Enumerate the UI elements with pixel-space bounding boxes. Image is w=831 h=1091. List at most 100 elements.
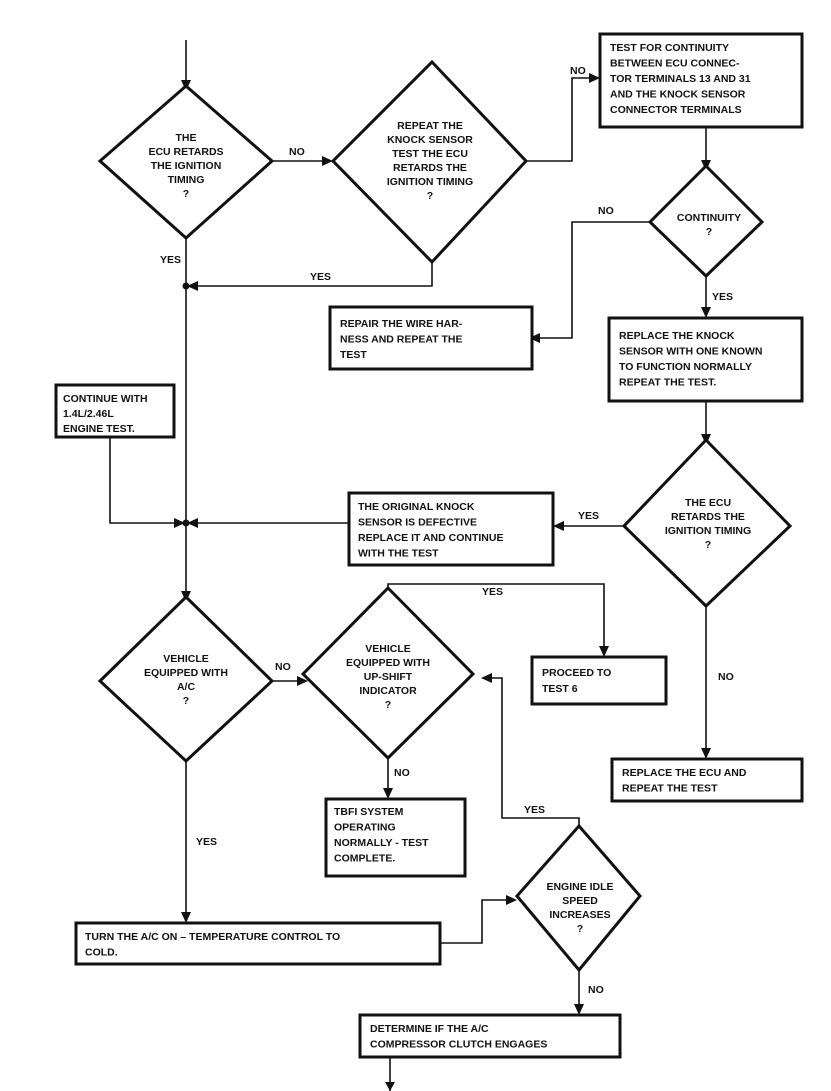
- edge-label-ac-no: NO: [275, 661, 291, 673]
- box-continue-engine-test-text-line-1: CONTINUE WITH: [63, 393, 148, 405]
- box-test-continuity-text-line-3: TOR TERMINALS 13 AND 31: [610, 73, 751, 85]
- decision-idle-speed-text-line-2: SPEED: [562, 895, 598, 907]
- decision-idle-speed-text-line-4: ?: [577, 923, 583, 935]
- edge-label-upshift-yes: YES: [482, 586, 503, 598]
- arrow-head-ecu2-no: [701, 748, 711, 759]
- junction-dot-lower: [182, 519, 190, 527]
- arrow-head-repeat-no: [589, 73, 600, 83]
- decision-vehicle-ac-text-line-1: VEHICLE: [163, 653, 209, 665]
- box-turn-ac-on-text: TURN THE A/C ON – TEMPERATURE CONTROL TO…: [85, 931, 340, 959]
- box-tbfi-normal-text-line-1: TBFI SYSTEM: [334, 806, 404, 818]
- box-proceed-test-6-text-line-1: PROCEED TO: [542, 667, 611, 679]
- box-turn-ac-on-text-line-1: TURN THE A/C ON – TEMPERATURE CONTROL TO: [85, 931, 340, 943]
- box-replace-knock-sensor-text-line-3: TO FUNCTION NORMALLY: [619, 361, 752, 373]
- arrow-head-idle-no: [574, 1004, 584, 1015]
- decision-ecu-retards-timing-text-line-1: THE: [176, 132, 197, 144]
- arrow-head-to-idle: [506, 895, 517, 905]
- box-determine-clutch-text-line-1: DETERMINE IF THE A/C: [370, 1023, 489, 1035]
- decision-continuity-text-line-1: CONTINUITY: [677, 212, 741, 224]
- arrow-head-ac-yes: [181, 912, 191, 923]
- box-original-knock-defective-text-line-3: REPLACE IT AND CONTINUE: [358, 532, 503, 544]
- repeat-no-line: [526, 77, 597, 162]
- continuity-no-line: [532, 221, 650, 339]
- arrow-head-continuity-no: [529, 333, 540, 343]
- decision-repeat-knock-test-text-line-5: IGNITION TIMING: [387, 176, 473, 188]
- arrow-head-ecu1-no: [322, 156, 333, 166]
- edge-label-ac-yes: YES: [196, 836, 217, 848]
- edge-label-idle-no: NO: [588, 984, 604, 996]
- box-repair-wire-harness-text-line-1: REPAIR THE WIRE HAR-: [340, 318, 463, 330]
- continue-engine-line: [109, 437, 180, 524]
- edge-label-continuity-no: NO: [598, 205, 614, 217]
- decision-continuity-text-line-2: ?: [706, 226, 712, 238]
- box-proceed-test-6-text-line-2: TEST 6: [542, 683, 578, 695]
- decision-vehicle-ac-text-line-2: EQUIPPED WITH: [144, 667, 228, 679]
- box-tbfi-normal-text-line-2: OPERATING: [334, 822, 396, 834]
- decision-upshift-indicator-text-line-2: EQUIPPED WITH: [346, 657, 430, 669]
- edge-label-ecu1-no: NO: [289, 146, 305, 158]
- box-repair-wire-harness-text-line-2: NESS AND REPEAT THE: [340, 334, 463, 346]
- decision-repeat-knock-test-text-line-3: TEST THE ECU: [392, 148, 468, 160]
- arrow-head-ac-no: [297, 676, 308, 686]
- box-repair-wire-harness-text: REPAIR THE WIRE HAR- NESS AND REPEAT THE T…: [340, 318, 463, 361]
- arrow-head-ecu2-yes: [553, 521, 564, 531]
- box-determine-clutch-text-line-2: COMPRESSOR CLUTCH ENGAGES: [370, 1039, 547, 1051]
- turn-ac-to-idle-line: [440, 899, 512, 944]
- edge-label-ecu2-yes: YES: [578, 510, 599, 522]
- edge-label-repeat-yes: YES: [310, 271, 331, 283]
- decision-idle-speed-text-line-3: INCREASES: [549, 909, 610, 921]
- box-determine-clutch: DETERMINE IF THE A/C COMPRESSOR CLUTCH EN…: [358, 1013, 622, 1059]
- idle-yes-line: [484, 677, 580, 826]
- decision-repeat-knock-test-text-line-6: ?: [427, 190, 433, 202]
- decision-ecu-retards-timing-2-text-line-1: THE ECU: [685, 497, 731, 509]
- arrow-head-repeat-yes: [187, 281, 198, 291]
- box-test-continuity-text-line-1: TEST FOR CONTINUITY: [610, 42, 729, 54]
- box-repair-wire-harness: REPAIR THE WIRE HAR- NESS AND REPEAT THE T…: [328, 305, 534, 371]
- decision-upshift-indicator-text-line-5: ?: [385, 699, 391, 711]
- box-test-continuity-text-line-4: AND THE KNOCK SENSOR: [610, 89, 746, 101]
- decision-ecu-retards-timing-2-text-line-2: RETARDS THE: [671, 511, 745, 523]
- box-continue-engine-test-text-line-2: 1.4L/2.46L: [63, 408, 114, 420]
- decision-upshift-indicator-text-line-3: UP-SHIFT: [364, 671, 413, 683]
- decision-ecu-retards-timing-2-text-line-3: IGNITION TIMING: [665, 525, 751, 537]
- arrow-head-exit: [385, 1082, 395, 1091]
- box-replace-ecu-text-line-2: REPEAT THE TEST: [622, 783, 718, 795]
- box-original-knock-defective-text-line-4: WITH THE TEST: [358, 548, 439, 560]
- arrow-head-idle-yes: [481, 673, 492, 683]
- edge-label-idle-yes: YES: [524, 804, 545, 816]
- decision-ecu-retards-timing-text-line-3: THE IGNITION: [151, 160, 222, 172]
- decision-continuity: CONTINUITY?: [647, 163, 765, 279]
- box-turn-ac-on-text-line-2: COLD.: [85, 947, 118, 959]
- box-tbfi-normal-text-line-4: COMPLETE.: [334, 853, 395, 865]
- decision-upshift-indicator-text-line-1: VEHICLE: [365, 643, 411, 655]
- decision-ecu-retards-timing-2-text-line-4: ?: [705, 539, 711, 551]
- box-test-continuity-text-line-5: CONNECTOR TERMINALS: [610, 104, 742, 116]
- box-proceed-test-6-text: PROCEED TO TEST 6: [542, 667, 611, 695]
- edge-label-ecu1-yes: YES: [160, 254, 181, 266]
- box-turn-ac-on: TURN THE A/C ON – TEMPERATURE CONTROL TO…: [74, 921, 442, 966]
- decision-repeat-knock-test-text-line-1: REPEAT THE: [397, 120, 463, 132]
- repeat-yes-line: [190, 262, 433, 287]
- decision-continuity-text: CONTINUITY?: [677, 212, 741, 238]
- edge-label-repeat-no: NO: [570, 65, 586, 77]
- box-repair-wire-harness-text-line-3: TEST: [340, 349, 367, 361]
- box-proceed-test-6: PROCEED TO TEST 6: [530, 655, 668, 706]
- edge-label-ecu2-no: NO: [718, 671, 734, 683]
- junction-dot-upper: [182, 282, 190, 290]
